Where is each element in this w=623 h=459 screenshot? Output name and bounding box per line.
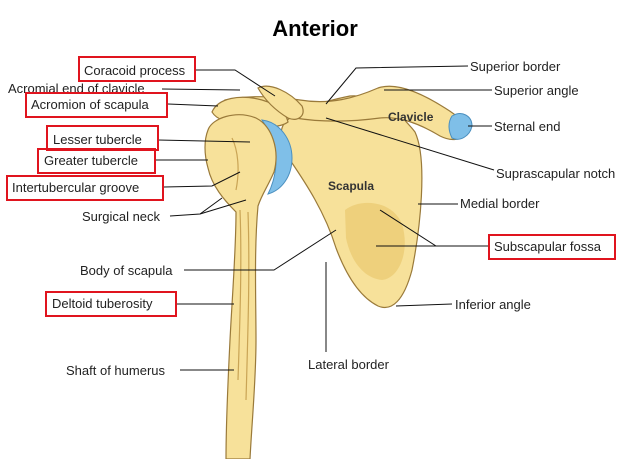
label-inferior-angle: Inferior angle — [455, 297, 531, 312]
sternal-end-cartilage — [448, 113, 473, 140]
highlight-box-subscapular — [488, 234, 616, 260]
highlight-boxes — [6, 56, 616, 317]
coracoid-shape — [257, 85, 304, 120]
label-superior-border: Superior border — [470, 59, 561, 74]
label-acromion: Acromion of scapula — [31, 97, 150, 112]
label-deltoid-tuberosity: Deltoid tuberosity — [52, 296, 153, 311]
subscapular-fossa-shading — [345, 202, 405, 280]
label-greater-tubercle: Greater tubercle — [44, 153, 138, 168]
label-coracoid-process: Coracoid process — [84, 63, 186, 78]
labels-right: Superior border Superior angle Sternal e… — [308, 59, 615, 372]
highlight-box-coracoid — [78, 56, 196, 82]
leader-intertubercular — [163, 171, 241, 188]
scapula-label: Scapula — [328, 179, 374, 193]
leader-surgical-neck-1 — [169, 197, 223, 217]
label-intertubercular-groove: Intertubercular groove — [12, 180, 139, 195]
leader-suprascapular — [325, 117, 495, 171]
leader-lines — [156, 65, 495, 371]
leader-acromion — [167, 103, 219, 107]
label-body-of-scapula: Body of scapula — [80, 263, 173, 278]
label-sternal-end: Sternal end — [494, 119, 561, 134]
leader-body-scapula — [184, 229, 337, 271]
label-suprascapular-notch: Suprascapular notch — [496, 166, 615, 181]
label-medial-border: Medial border — [460, 196, 540, 211]
label-lateral-border: Lateral border — [308, 357, 390, 372]
leader-lesser-tubercle — [157, 139, 251, 143]
label-superior-angle: Superior angle — [494, 83, 579, 98]
leader-surgical-neck-2 — [199, 199, 247, 215]
highlight-box-intertubercular — [6, 175, 164, 201]
leader-inferior-angle — [395, 303, 453, 307]
scapula-shape — [280, 95, 423, 309]
leader-acromial-end — [161, 88, 241, 91]
label-surgical-neck: Surgical neck — [82, 209, 161, 224]
highlight-box-greater-tubercle — [37, 148, 156, 174]
diagram-title: Anterior — [272, 16, 358, 41]
label-lesser-tubercle: Lesser tubercle — [53, 132, 142, 147]
bones: Clavicle Scapula — [204, 85, 473, 459]
highlight-box-acromion — [25, 92, 168, 118]
label-subscapular-fossa: Subscapular fossa — [494, 239, 602, 254]
label-shaft-of-humerus: Shaft of humerus — [66, 363, 165, 378]
highlight-box-deltoid — [45, 291, 177, 317]
leader-coracoid — [196, 69, 276, 97]
leader-superior-border — [325, 65, 469, 105]
labels-left: Coracoid process Acromial end of clavicl… — [8, 63, 186, 378]
clavicle-label: Clavicle — [388, 110, 434, 124]
